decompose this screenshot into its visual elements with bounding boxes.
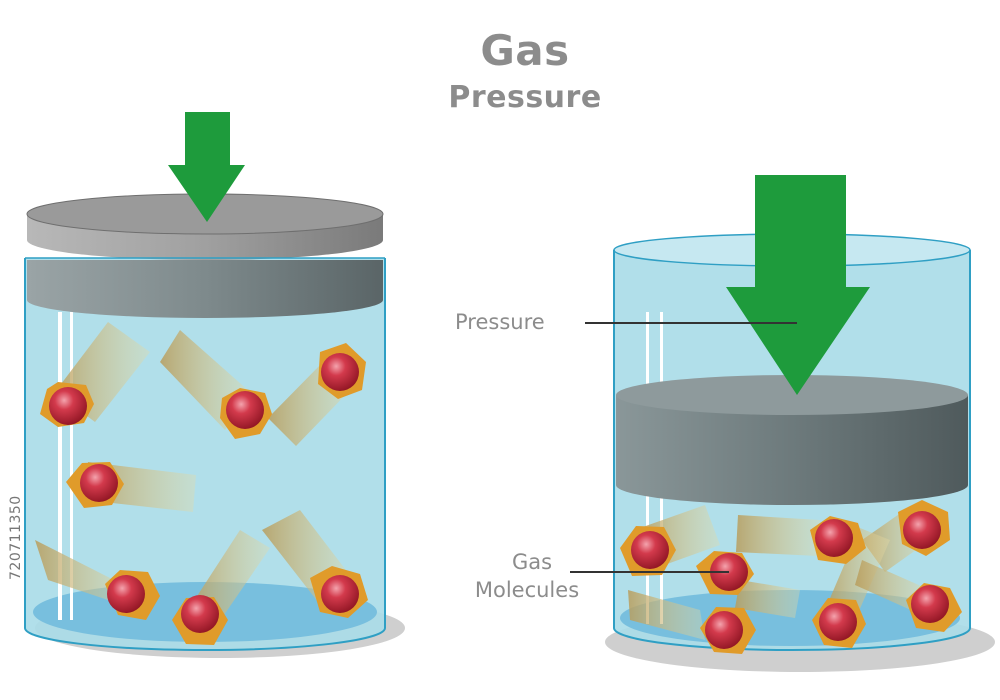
stock-image-id: 720711350 xyxy=(8,495,24,580)
right-container-outline xyxy=(613,250,971,651)
left-container-reflection xyxy=(58,312,62,620)
left-container-reflection xyxy=(70,312,73,620)
pressure-label: Pressure xyxy=(455,310,545,334)
molecule-trail xyxy=(736,515,820,556)
left-molecules xyxy=(40,343,368,645)
right-pressure-arrow xyxy=(726,175,870,395)
molecules-label: Molecules xyxy=(474,578,580,602)
left-piston-body xyxy=(27,260,383,318)
gas-molecule xyxy=(812,598,866,648)
right-molecules xyxy=(620,500,962,654)
gas-molecule xyxy=(898,500,950,556)
left-container-outline xyxy=(24,258,386,651)
gas-molecule xyxy=(906,583,962,632)
left-pressure-arrow xyxy=(168,112,245,222)
right-piston-top xyxy=(616,375,968,415)
gas-molecule xyxy=(105,570,160,620)
gas-molecule xyxy=(220,388,272,439)
gas-molecule xyxy=(620,526,676,576)
subtitle: Pressure xyxy=(448,80,602,115)
gas-molecule xyxy=(66,462,124,508)
gas-molecule xyxy=(40,382,94,427)
gas-molecule xyxy=(318,343,366,399)
molecule-trail xyxy=(628,590,705,640)
gas-molecule xyxy=(810,516,866,564)
right-piston-body xyxy=(616,395,968,505)
molecule-trail xyxy=(735,580,800,618)
gas-label: Gas xyxy=(511,550,553,574)
title: Gas xyxy=(480,26,570,75)
molecule-trail xyxy=(825,528,890,620)
gas-molecule xyxy=(700,607,756,654)
right-piston xyxy=(616,375,968,505)
gas-molecule xyxy=(172,595,228,645)
gas-molecule xyxy=(310,566,368,618)
